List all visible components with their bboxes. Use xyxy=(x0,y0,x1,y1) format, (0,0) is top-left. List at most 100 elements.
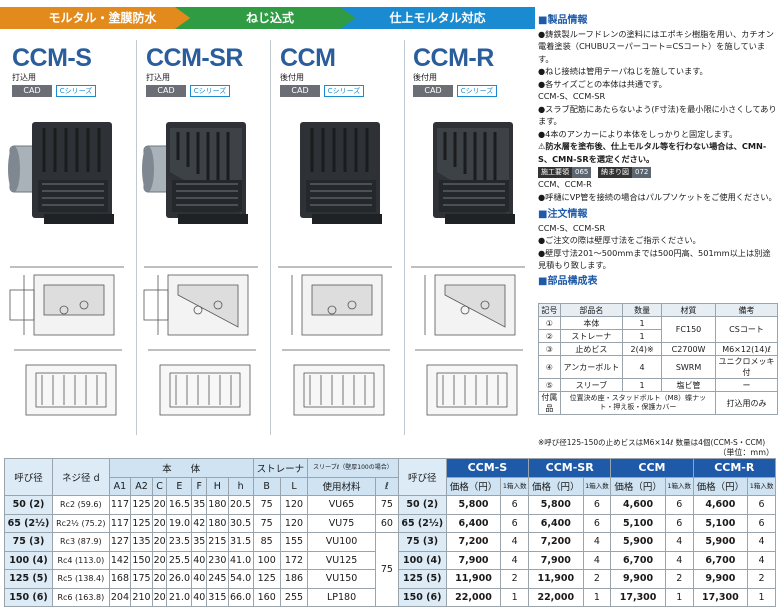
table-cell: 7,200 xyxy=(528,532,584,552)
series-tag: Cシリーズ xyxy=(324,85,364,97)
table-cell: Rc6 (163.8) xyxy=(51,587,110,607)
table-cell: 5,800 xyxy=(445,495,502,515)
series-tag: Cシリーズ xyxy=(457,85,497,97)
table-cell: 4,600 xyxy=(610,495,666,515)
table-cell: 22,000 xyxy=(445,587,502,607)
table-cell: 5,100 xyxy=(610,513,666,533)
h-model-ccm: CCM xyxy=(610,458,694,478)
product-photo xyxy=(142,122,248,224)
section-drawing xyxy=(9,266,124,416)
table-cell: 6,700 xyxy=(610,550,666,570)
table-cell: VU150 xyxy=(307,569,376,589)
sub-col: E xyxy=(166,476,193,496)
info-heading: ■製品情報 xyxy=(538,15,588,26)
table-cell: 180 xyxy=(206,495,229,515)
parts-heading: ■部品構成表 xyxy=(538,275,598,287)
table-cell: 25.5 xyxy=(166,550,193,570)
series-tag: Cシリーズ xyxy=(190,85,230,97)
parts-col: 材質 xyxy=(661,303,716,317)
model-name: CCM-R xyxy=(413,44,494,72)
table-cell: 6 xyxy=(500,513,530,533)
info-line: ●スラブ配筋にあたらないよう(F寸法)を最小限に小さくしてあります。 xyxy=(538,103,777,127)
product-photo xyxy=(433,122,515,224)
h-strainer: ストレーナ xyxy=(252,458,309,478)
sub-col: C xyxy=(151,476,168,496)
parts-cell: アンカーボルト xyxy=(559,355,624,379)
table-cell: 11,900 xyxy=(528,569,584,589)
feature-banner: モルタル・塗膜防水 ねじ込式 仕上モルタル対応 xyxy=(0,0,535,33)
info-line: CCM、CCM-R xyxy=(538,179,592,189)
unit-label: （単位：mm） xyxy=(718,448,774,457)
table-cell: 23.5 xyxy=(166,532,193,552)
table-cell: 20 xyxy=(151,587,168,607)
table-cell: 5,800 xyxy=(528,495,584,515)
table-cell: 142 xyxy=(108,550,132,570)
table-cell: 65 (2½) xyxy=(4,513,53,533)
chip-osamari[interactable]: 納まり図 xyxy=(597,167,632,178)
table-cell: 85 xyxy=(252,532,281,552)
table-cell: 7,200 xyxy=(445,532,502,552)
table-cell: 6 xyxy=(664,495,694,515)
sub-col: A1 xyxy=(108,476,132,496)
banner-mortar: モルタル・塗膜防水 xyxy=(0,7,205,29)
parts-cell: ③ xyxy=(538,342,561,356)
table-cell: 120 xyxy=(279,513,309,533)
sub-col: A2 xyxy=(130,476,153,496)
info-line: ●呼樋にVP管を接続の場合はパルプソケットをご使用ください。 xyxy=(538,191,777,202)
sub-col: h xyxy=(227,476,254,496)
page-072[interactable]: 072 xyxy=(631,167,652,178)
table-cell: 1 xyxy=(500,587,530,607)
table-cell: 20 xyxy=(151,550,168,570)
table-cell: 6 xyxy=(500,495,530,515)
qty-col: 1箱入数 xyxy=(500,476,530,496)
table-cell: 75 xyxy=(252,513,281,533)
table-cell: 41.0 xyxy=(227,550,254,570)
table-cell: 35 xyxy=(191,495,208,515)
table-cell: 120 xyxy=(279,495,309,515)
table-cell: 5,900 xyxy=(610,532,666,552)
parts-col: 数量 xyxy=(622,303,663,317)
table-cell: 204 xyxy=(108,587,132,607)
cad-tag[interactable]: CAD xyxy=(413,85,453,97)
section-drawing xyxy=(278,266,392,416)
cad-tag[interactable]: CAD xyxy=(280,85,320,97)
h-model-ccm-r: CCM-R xyxy=(692,458,777,478)
chip-sekou[interactable]: 施工要領 xyxy=(538,167,572,178)
cad-tag[interactable]: CAD xyxy=(146,85,186,97)
warning-text: ⚠防水層を塗布後、仕上モルタル等を行わない場合は、CMN-S、CMN-SRを選定… xyxy=(538,141,767,164)
table-cell: 17,300 xyxy=(610,587,666,607)
table-cell: 2 xyxy=(582,569,612,589)
sub-col: H xyxy=(206,476,229,496)
table-cell: 135 xyxy=(130,532,153,552)
parts-cell: ① xyxy=(538,316,561,330)
parts-cell: 1 xyxy=(622,378,663,392)
h-model-ccm-s: CCM-S xyxy=(445,458,530,478)
banner-finish: 仕上モルタル対応 xyxy=(340,7,535,29)
table-cell: LP180 xyxy=(307,587,376,607)
table-cell: Rc2½ (75.2) xyxy=(51,513,110,533)
page-065[interactable]: 065 xyxy=(572,167,592,178)
h-body: 本 体 xyxy=(108,458,254,478)
parts-cell: スリーブ xyxy=(559,378,624,392)
table-cell: 75 xyxy=(374,495,399,515)
table-cell: 35 xyxy=(191,532,208,552)
table-cell: 50 (2) xyxy=(4,495,53,515)
table-cell: 4,600 xyxy=(692,495,749,515)
banner-screw: ねじ込式 xyxy=(175,7,365,29)
table-cell: 215 xyxy=(206,532,229,552)
product-photo xyxy=(8,122,114,224)
table-cell: 245 xyxy=(206,569,229,589)
cad-tag[interactable]: CAD xyxy=(12,85,52,97)
product-photo xyxy=(300,122,382,224)
table-cell: 20 xyxy=(151,513,168,533)
table-cell: 4 xyxy=(500,532,530,552)
table-cell: 75 (3) xyxy=(4,532,53,552)
table-cell: 230 xyxy=(206,550,229,570)
info-line: ●壁厚寸法201〜500mmまでは500円高、501mm以上は別途見積もり致しま… xyxy=(538,247,771,271)
table-cell: 11,900 xyxy=(445,569,502,589)
